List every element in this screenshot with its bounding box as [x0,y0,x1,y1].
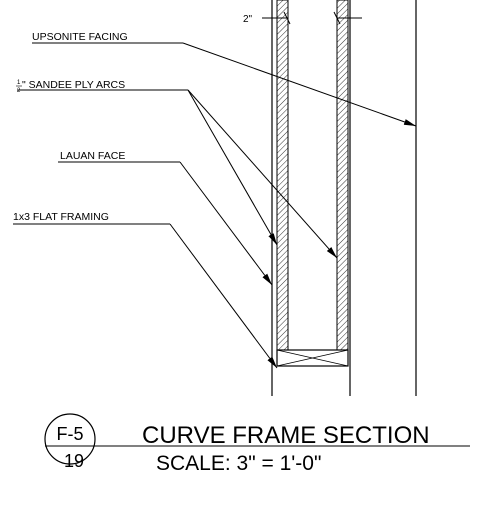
dimension-marker [262,11,362,25]
sandee-ply-arcs-label: " SANDEE PLY ARCS [22,79,125,91]
sandee-fraction-denominator: 2 [17,88,21,94]
ply-strip-right [336,0,349,351]
upsonite-facing-label: UPSONITE FACING [32,31,128,43]
lauan-face-label: LAUAN FACE [60,150,125,162]
detail-bubble [44,413,96,465]
drawing-scale: SCALE: 3" = 1'-0" [156,452,321,475]
drawing-title: CURVE FRAME SECTION [142,422,430,449]
ply-strip-left [276,0,289,351]
sheet-number: 19 [64,451,84,471]
lauan-leader [179,161,273,286]
sandee-fraction-numerator: 1 [17,80,21,86]
framing-leader [169,223,278,369]
detail-id: F-5 [57,424,84,444]
upsonite-leader [182,42,417,127]
flat-framing-block [276,349,349,367]
sandee-leader-right [187,89,338,259]
flat-framing-label: 1x3 FLAT FRAMING [13,211,109,223]
sandee-leader-left [187,89,278,246]
dimension-label: 2" [243,14,253,25]
